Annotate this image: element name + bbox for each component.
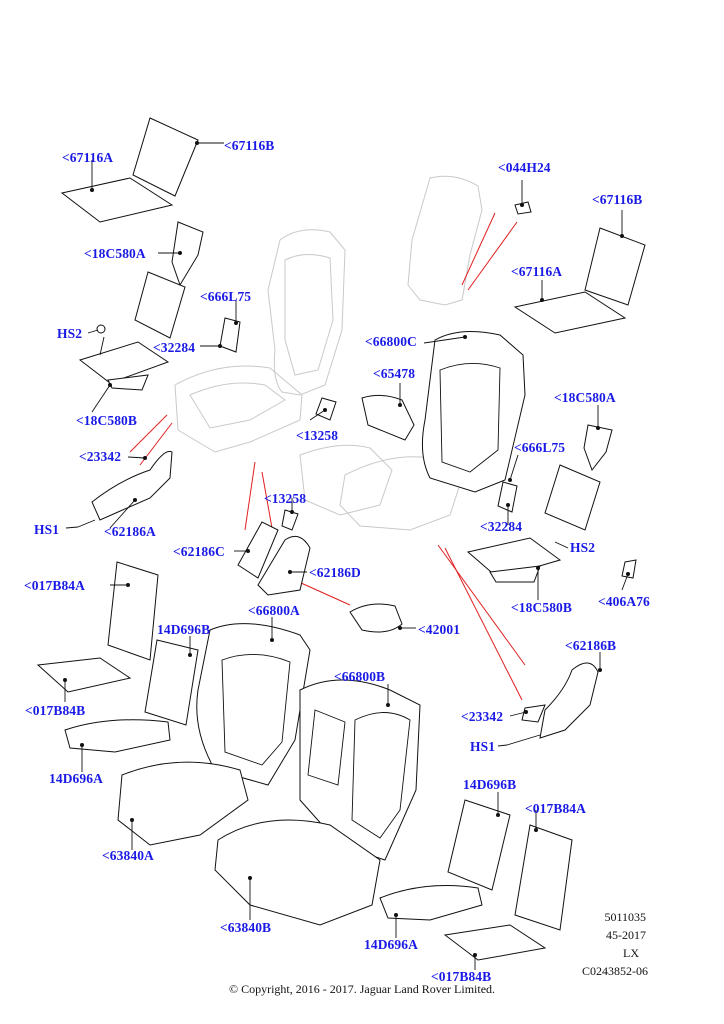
callout-label: <18C580A bbox=[554, 390, 616, 405]
callout-label: HS2 bbox=[570, 540, 596, 555]
part-42001 bbox=[349, 603, 403, 633]
callout-label: <65478 bbox=[373, 366, 416, 381]
part-67116-left bbox=[60, 117, 199, 223]
callout-label: HS1 bbox=[470, 739, 496, 754]
callout-label: <13258 bbox=[264, 491, 307, 506]
part-67116-right bbox=[513, 227, 646, 334]
callout-label: <406A76 bbox=[598, 594, 650, 609]
part-65478 bbox=[361, 394, 415, 441]
ghost-seat-assembly bbox=[174, 175, 483, 531]
callout-label: <13258 bbox=[296, 428, 339, 443]
part-62186a bbox=[77, 450, 173, 528]
callout-label: <66800B bbox=[334, 669, 386, 684]
part-18c580a-right bbox=[544, 424, 613, 531]
callout-label: <42001 bbox=[418, 622, 461, 637]
callout-label: <32284 bbox=[153, 340, 196, 355]
reference-model: LX bbox=[623, 946, 639, 960]
part-18c580a-left bbox=[134, 221, 204, 339]
part-14d696a-right bbox=[379, 885, 483, 921]
callout-label: HS1 bbox=[34, 522, 60, 537]
part-044h24 bbox=[514, 201, 532, 215]
part-66800c bbox=[421, 331, 526, 493]
callout-label: <017B84A bbox=[525, 801, 586, 816]
callout-label: <32284 bbox=[480, 519, 523, 534]
part-66800b bbox=[299, 679, 421, 861]
callout-label: 14D696A bbox=[49, 771, 103, 786]
callout-label: <62186C bbox=[173, 544, 225, 559]
reference-date: 45-2017 bbox=[606, 928, 646, 942]
callout-label: <67116B bbox=[592, 192, 643, 207]
part-017b84b-left bbox=[36, 657, 132, 693]
callout-label: 14D696B bbox=[157, 622, 211, 637]
part-66800a bbox=[196, 623, 311, 786]
callout-label: <017B84A bbox=[24, 578, 85, 593]
part-18c580b-right bbox=[466, 537, 562, 583]
part-62186c-d bbox=[237, 509, 311, 596]
callout-label: <67116B bbox=[224, 138, 275, 153]
reference-number: 5011035 bbox=[604, 910, 646, 924]
part-63840b bbox=[214, 819, 381, 926]
callout-label: <23342 bbox=[461, 709, 504, 724]
callout-label: 14D696A bbox=[364, 937, 418, 952]
part-017b84b-right bbox=[443, 924, 547, 961]
part-14d696b-left bbox=[144, 639, 199, 726]
callout-label: <63840A bbox=[102, 848, 154, 863]
reference-code: C0243852-06 bbox=[582, 964, 648, 978]
callout-label: <63840B bbox=[220, 920, 272, 935]
callout-label: <666L75 bbox=[200, 289, 252, 304]
callout-label: <67116A bbox=[62, 150, 114, 165]
part-666l75-right bbox=[497, 481, 518, 513]
callout-label: <18C580A bbox=[84, 246, 146, 261]
callout-label: <18C580B bbox=[511, 600, 572, 615]
callout-label: <044H24 bbox=[498, 160, 551, 175]
callout-label: <23342 bbox=[79, 449, 122, 464]
callout-label: <62186B bbox=[565, 638, 617, 653]
part-63840a bbox=[117, 761, 249, 846]
callout-label: <666L75 bbox=[514, 440, 566, 455]
part-62186b bbox=[506, 662, 599, 746]
callout-label: <62186D bbox=[309, 565, 361, 580]
callout-label: <017B84B bbox=[25, 703, 86, 718]
callout-label: <18C580B bbox=[76, 413, 137, 428]
callout-label: <67116A bbox=[511, 264, 563, 279]
callout-label: <62186A bbox=[104, 524, 156, 539]
callout-label: 14D696B bbox=[463, 777, 517, 792]
leader-lines bbox=[63, 141, 630, 970]
part-017b84a-right bbox=[514, 824, 573, 931]
part-14d696a-left bbox=[64, 719, 171, 753]
part-017b84a-left bbox=[107, 561, 159, 661]
callout-label: <66800C bbox=[365, 334, 417, 349]
callout-label: <66800A bbox=[248, 603, 300, 618]
copyright-notice: © Copyright, 2016 - 2017. Jaguar Land Ro… bbox=[228, 982, 496, 996]
callout-label: <017B84B bbox=[431, 969, 492, 984]
part-18c580b-left bbox=[78, 324, 170, 391]
part-14d696b-right bbox=[447, 799, 511, 891]
callout-label: HS2 bbox=[57, 326, 83, 341]
part-406a76 bbox=[621, 559, 637, 579]
